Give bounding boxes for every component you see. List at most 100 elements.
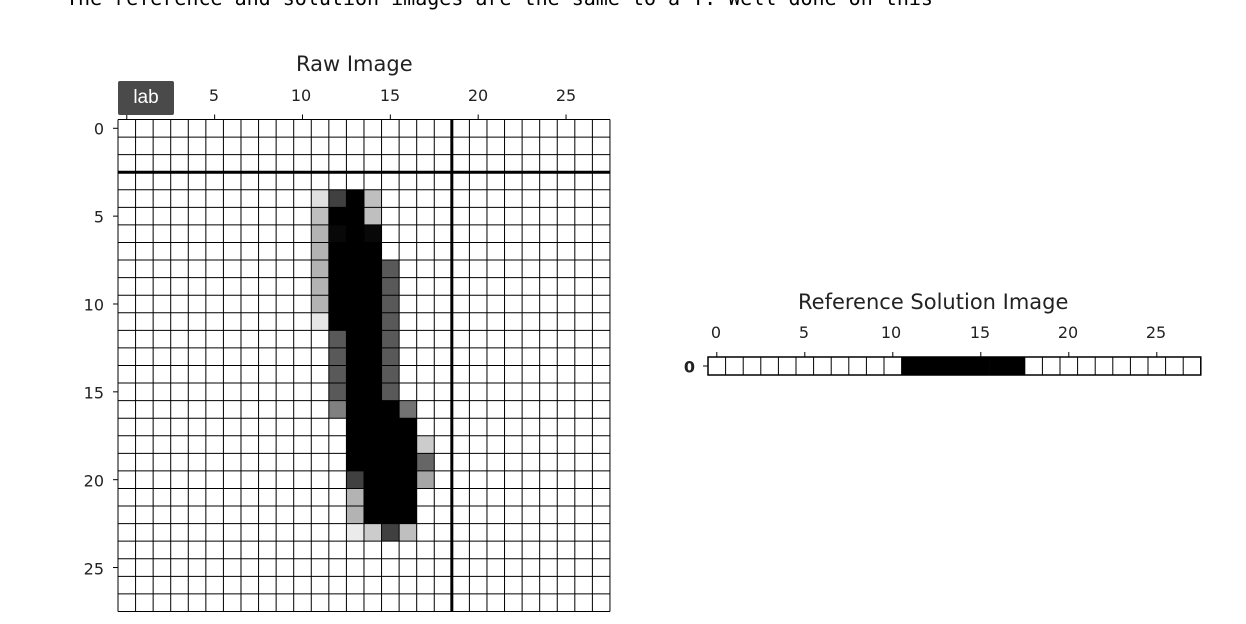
raw-pixel-r8-c14 bbox=[363, 260, 382, 278]
raw-pixel-r13-c14 bbox=[363, 347, 382, 366]
ref-pixel-c14 bbox=[954, 357, 973, 375]
raw-pixel-r7-c12 bbox=[328, 242, 347, 261]
raw-y-tick-0: 0 bbox=[93, 119, 104, 139]
raw-pixel-r4-c14 bbox=[363, 189, 382, 208]
raw-pixel-r14-c12 bbox=[328, 365, 347, 384]
raw-pixel-r8-c12 bbox=[328, 260, 347, 278]
tooltip-badge: lab bbox=[118, 81, 174, 115]
raw-pixel-r17-c14 bbox=[363, 418, 382, 437]
raw-pixel-r11-c14 bbox=[363, 312, 382, 331]
ref-pixel-c9 bbox=[866, 357, 885, 375]
raw-pixel-r19-c15 bbox=[381, 453, 400, 472]
raw-pixel-r19-c16 bbox=[399, 453, 417, 472]
ref-x-tick-20: 20 bbox=[1057, 323, 1079, 342]
raw-pixel-r10-c12 bbox=[328, 295, 347, 314]
raw-x-tick-20: 20 bbox=[467, 86, 489, 105]
ref-pixel-c15 bbox=[972, 357, 990, 375]
ref-x-tick-0: 0 bbox=[710, 323, 722, 342]
raw-pixel-r10-c13 bbox=[346, 295, 365, 314]
raw-pixel-r12-c14 bbox=[363, 330, 382, 349]
ref-pixel-c7 bbox=[831, 357, 850, 375]
raw-y-tick-5: 5 bbox=[93, 207, 104, 227]
raw-image-title: Raw Image bbox=[296, 52, 413, 76]
raw-pixel-r19-c14 bbox=[363, 453, 382, 472]
raw-pixel-r12-c12 bbox=[328, 330, 347, 349]
raw-pixel-r10-c15 bbox=[381, 295, 400, 314]
ref-pixel-c2 bbox=[743, 357, 762, 375]
raw-pixel-r23-c13 bbox=[346, 523, 365, 542]
raw-pixel-r8-c13 bbox=[346, 260, 365, 278]
raw-pixel-r16-c12 bbox=[328, 400, 347, 419]
raw-pixel-r9-c12 bbox=[328, 277, 347, 296]
ref-pixel-c19 bbox=[1042, 357, 1061, 375]
ref-pixel-c26 bbox=[1165, 357, 1184, 375]
raw-pixel-r5-c13 bbox=[346, 207, 365, 226]
raw-x-tick-10: 10 bbox=[290, 86, 312, 105]
raw-pixel-r22-c14 bbox=[363, 506, 382, 524]
raw-pixel-r7-c11 bbox=[311, 242, 330, 261]
reference-image-title: Reference Solution Image bbox=[798, 290, 1069, 314]
ref-pixel-c17 bbox=[1007, 357, 1026, 375]
raw-pixel-r23-c15 bbox=[381, 523, 400, 542]
raw-pixel-r9-c15 bbox=[381, 277, 400, 296]
ref-pixel-c10 bbox=[884, 357, 902, 375]
raw-pixel-r15-c14 bbox=[363, 383, 382, 401]
ref-pixel-c8 bbox=[848, 357, 867, 375]
ref-pixel-c20 bbox=[1060, 357, 1078, 375]
ref-pixel-c6 bbox=[813, 357, 832, 375]
raw-pixel-r16-c16 bbox=[399, 400, 417, 419]
raw-pixel-r21-c13 bbox=[346, 488, 365, 507]
ref-pixel-c22 bbox=[1095, 357, 1114, 375]
raw-pixel-r19-c13 bbox=[346, 453, 365, 472]
ref-pixel-c3 bbox=[760, 357, 779, 375]
ref-pixel-c16 bbox=[989, 357, 1008, 375]
raw-pixel-r14-c13 bbox=[346, 365, 365, 384]
raw-pixel-r15-c15 bbox=[381, 383, 400, 401]
ref-pixel-c21 bbox=[1077, 357, 1096, 375]
ref-pixel-c0 bbox=[708, 357, 726, 375]
raw-pixel-r6-c13 bbox=[346, 224, 365, 243]
raw-pixel-r13-c12 bbox=[328, 347, 347, 366]
ref-pixel-c24 bbox=[1130, 357, 1149, 375]
raw-pixel-r10-c14 bbox=[363, 295, 382, 314]
raw-pixel-r6-c11 bbox=[311, 224, 330, 243]
raw-pixel-r11-c11 bbox=[311, 312, 330, 331]
raw-pixel-r9-c13 bbox=[346, 277, 365, 296]
ref-pixel-c13 bbox=[936, 357, 955, 375]
ref-pixel-c1 bbox=[725, 357, 744, 375]
raw-pixel-r9-c14 bbox=[363, 277, 382, 296]
raw-y-tick-25: 25 bbox=[83, 559, 104, 579]
raw-pixel-r16-c14 bbox=[363, 400, 382, 419]
raw-pixel-r15-c12 bbox=[328, 383, 347, 401]
raw-pixel-r16-c13 bbox=[346, 400, 365, 419]
raw-pixel-r5-c11 bbox=[311, 207, 330, 226]
raw-x-tick-15: 15 bbox=[379, 86, 401, 105]
raw-pixel-r21-c16 bbox=[399, 488, 417, 507]
raw-pixel-r18-c16 bbox=[399, 435, 417, 454]
raw-y-tick-20: 20 bbox=[83, 471, 104, 491]
raw-pixel-r4-c13 bbox=[346, 189, 365, 208]
raw-pixel-r11-c15 bbox=[381, 312, 400, 331]
raw-pixel-r15-c13 bbox=[346, 383, 365, 401]
raw-pixel-r17-c16 bbox=[399, 418, 417, 437]
raw-pixel-r8-c15 bbox=[381, 260, 400, 278]
ref-pixel-c23 bbox=[1112, 357, 1131, 375]
raw-pixel-r11-c12 bbox=[328, 312, 347, 331]
raw-pixel-r22-c13 bbox=[346, 506, 365, 524]
raw-pixel-r12-c15 bbox=[381, 330, 400, 349]
raw-pixel-r16-c15 bbox=[381, 400, 400, 419]
raw-pixel-r18-c13 bbox=[346, 435, 365, 454]
ref-pixel-c11 bbox=[901, 357, 920, 375]
raw-pixel-r13-c13 bbox=[346, 347, 365, 366]
raw-pixel-r7-c13 bbox=[346, 242, 365, 261]
raw-pixel-r4-c11 bbox=[311, 189, 330, 208]
raw-pixel-r4-c12 bbox=[328, 189, 347, 208]
raw-pixel-r7-c14 bbox=[363, 242, 382, 261]
raw-pixel-r10-c11 bbox=[311, 295, 330, 314]
raw-pixel-r22-c16 bbox=[399, 506, 417, 524]
raw-pixel-r14-c15 bbox=[381, 365, 400, 384]
ref-pixel-c27 bbox=[1183, 357, 1202, 375]
raw-pixel-r6-c14 bbox=[363, 224, 382, 243]
raw-x-tick-5: 5 bbox=[208, 86, 220, 105]
ref-y-tick-0: 0 bbox=[683, 357, 695, 377]
